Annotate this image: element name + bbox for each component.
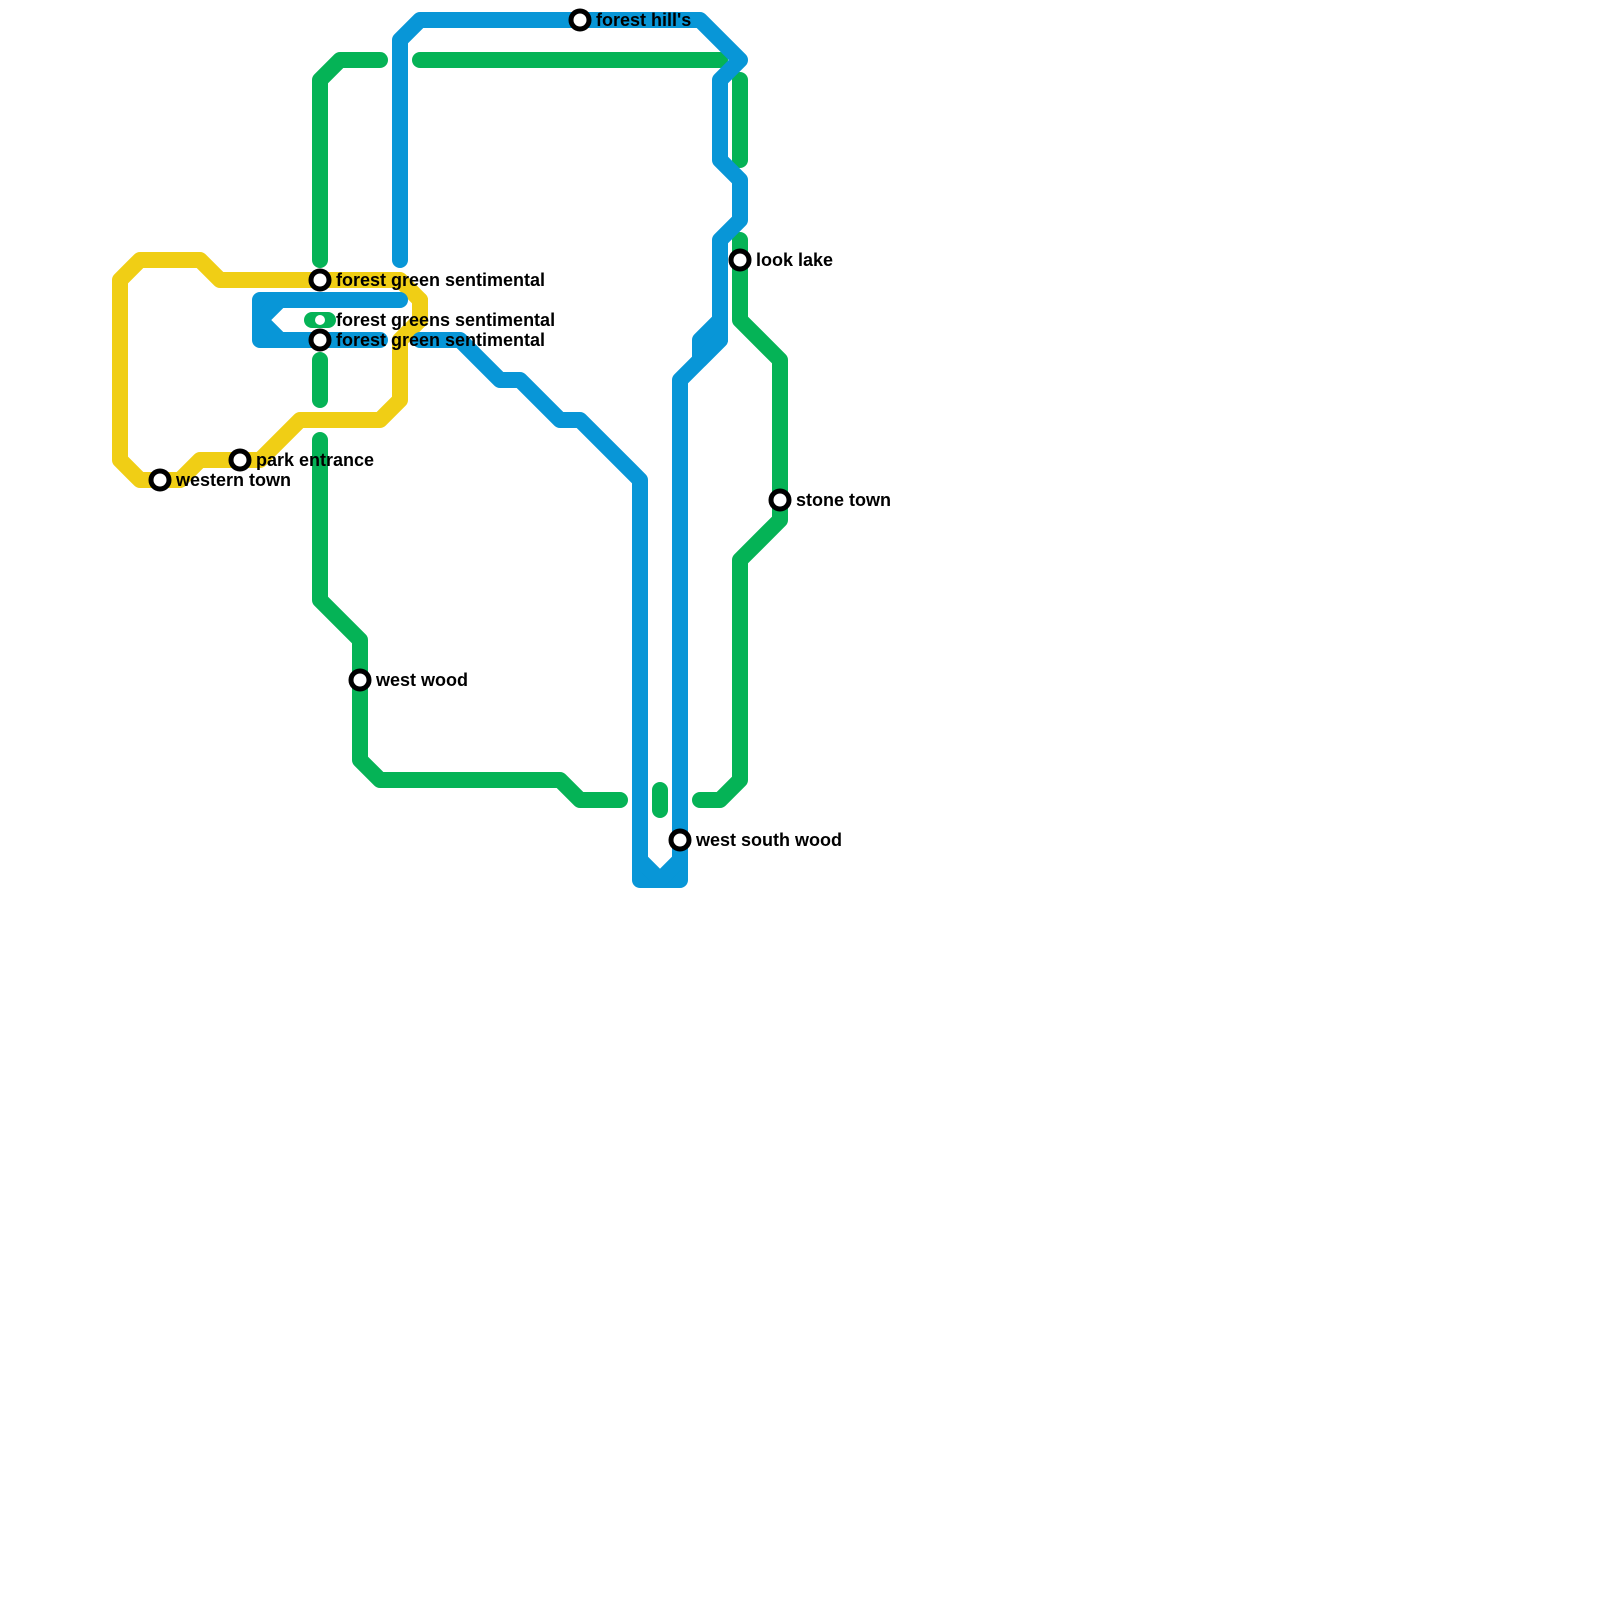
station-west-wood[interactable]: west wood: [348, 668, 468, 692]
station-label: west south wood: [695, 830, 842, 850]
station-marker[interactable]: [148, 468, 172, 492]
station-label: look lake: [756, 250, 833, 270]
green-line-segment: [312, 52, 388, 268]
yellow-line: [112, 252, 428, 488]
station-stone-town[interactable]: stone town: [768, 488, 891, 512]
green-line: [304, 52, 788, 818]
station-label: western town: [175, 470, 291, 490]
blue-line-segment: [392, 12, 748, 368]
station-western-town[interactable]: western town: [148, 468, 291, 492]
blue-line-segment: [412, 332, 728, 888]
station-marker[interactable]: [728, 248, 752, 272]
station-marker[interactable]: [348, 668, 372, 692]
station-marker[interactable]: [315, 315, 325, 325]
blue-line-segment: [632, 852, 688, 888]
station-marker[interactable]: [768, 488, 792, 512]
blue-line-segment: [252, 292, 288, 348]
station-label: forest greens sentimental: [336, 310, 555, 330]
station-marker[interactable]: [228, 448, 252, 472]
station-label: park entrance: [256, 450, 374, 470]
station-label: forest green sentimental: [336, 270, 545, 290]
station-marker[interactable]: [568, 8, 592, 32]
station-forest-green-sentimental-1[interactable]: forest green sentimental: [308, 268, 545, 292]
station-marker[interactable]: [668, 828, 692, 852]
station-label: stone town: [796, 490, 891, 510]
station-forest-green-sentimental-2[interactable]: forest green sentimental: [308, 328, 545, 352]
station-park-entrance[interactable]: park entrance: [228, 448, 374, 472]
station-marker[interactable]: [308, 268, 332, 292]
station-forest-greens-sentimental[interactable]: forest greens sentimental: [315, 310, 555, 330]
station-look-lake[interactable]: look lake: [728, 248, 833, 272]
green-line-segment: [692, 232, 788, 808]
station-forest-hills[interactable]: forest hill's: [568, 8, 691, 32]
station-label: west wood: [375, 670, 468, 690]
yellow-line-segment: [152, 312, 428, 488]
station-west-south-wood[interactable]: west south wood: [668, 828, 842, 852]
station-label: forest green sentimental: [336, 330, 545, 350]
blue-line: [252, 12, 748, 888]
yellow-line-segment: [112, 252, 428, 488]
green-line-segment: [312, 432, 628, 808]
station-marker[interactable]: [308, 328, 332, 352]
station-label: forest hill's: [596, 10, 691, 30]
